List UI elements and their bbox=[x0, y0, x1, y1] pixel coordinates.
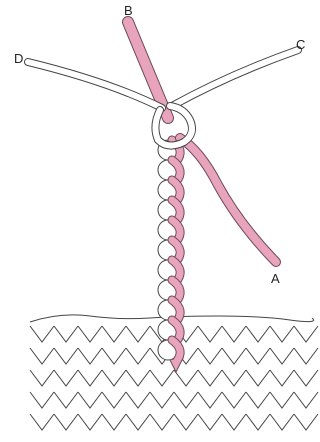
knit-stitch bbox=[294, 348, 318, 364]
knit-stitch bbox=[198, 370, 222, 386]
knit-stitch bbox=[150, 370, 174, 386]
knit-stitch bbox=[54, 392, 78, 408]
knit-stitch bbox=[78, 326, 102, 342]
knit-stitch bbox=[222, 370, 246, 386]
knit-stitch bbox=[150, 414, 174, 430]
knit-stitch bbox=[222, 392, 246, 408]
knit-stitch bbox=[270, 348, 294, 364]
pink-twisted-cord bbox=[158, 140, 182, 372]
knit-stitch bbox=[102, 392, 126, 408]
knit-stitch bbox=[126, 326, 150, 342]
label-d: D bbox=[14, 52, 23, 65]
chain-links bbox=[158, 140, 182, 372]
knit-stitch bbox=[54, 414, 78, 430]
knit-stitch bbox=[54, 370, 78, 386]
knit-stitch bbox=[246, 326, 270, 342]
knit-stitch bbox=[270, 392, 294, 408]
knit-stitch bbox=[30, 392, 54, 408]
knit-stitch bbox=[78, 392, 102, 408]
knit-stitch bbox=[270, 370, 294, 386]
knit-stitch bbox=[126, 370, 150, 386]
knit-stitch bbox=[198, 348, 222, 364]
knit-stitch bbox=[222, 326, 246, 342]
knit-stitch bbox=[294, 392, 318, 408]
knit-stitch bbox=[270, 326, 294, 342]
knit-stitch bbox=[222, 414, 246, 430]
knit-stitch bbox=[198, 414, 222, 430]
knit-stitch bbox=[294, 326, 318, 342]
knit-stitch bbox=[30, 414, 54, 430]
knit-stitch bbox=[174, 392, 198, 408]
label-c: C bbox=[296, 38, 305, 51]
knit-stitch bbox=[246, 348, 270, 364]
knit-stitch bbox=[78, 414, 102, 430]
knit-stitch bbox=[246, 370, 270, 386]
label-a: A bbox=[271, 272, 280, 285]
knit-stitch bbox=[78, 348, 102, 364]
knit-stitch bbox=[246, 392, 270, 408]
cord-end bbox=[170, 360, 182, 372]
knit-stitch bbox=[198, 326, 222, 342]
knit-stitch bbox=[126, 414, 150, 430]
knit-stitch bbox=[126, 392, 150, 408]
knit-stitch bbox=[174, 370, 198, 386]
knit-stitch bbox=[150, 392, 174, 408]
knit-stitch bbox=[54, 326, 78, 342]
knit-stitch bbox=[294, 414, 318, 430]
knit-stitch bbox=[126, 348, 150, 364]
knit-stitch bbox=[270, 414, 294, 430]
knit-stitch bbox=[102, 414, 126, 430]
knit-stitch bbox=[78, 370, 102, 386]
knit-stitch bbox=[30, 326, 54, 342]
knit-stitch bbox=[30, 370, 54, 386]
knit-stitch bbox=[102, 326, 126, 342]
knit-stitch bbox=[102, 348, 126, 364]
knit-stitch bbox=[174, 414, 198, 430]
label-b: B bbox=[124, 4, 133, 17]
knit-stitch bbox=[222, 348, 246, 364]
knit-stitch bbox=[102, 370, 126, 386]
knit-stitch bbox=[246, 414, 270, 430]
knit-stitch bbox=[294, 370, 318, 386]
knit-stitch bbox=[54, 348, 78, 364]
knit-stitch bbox=[30, 348, 54, 364]
knit-stitch bbox=[198, 392, 222, 408]
